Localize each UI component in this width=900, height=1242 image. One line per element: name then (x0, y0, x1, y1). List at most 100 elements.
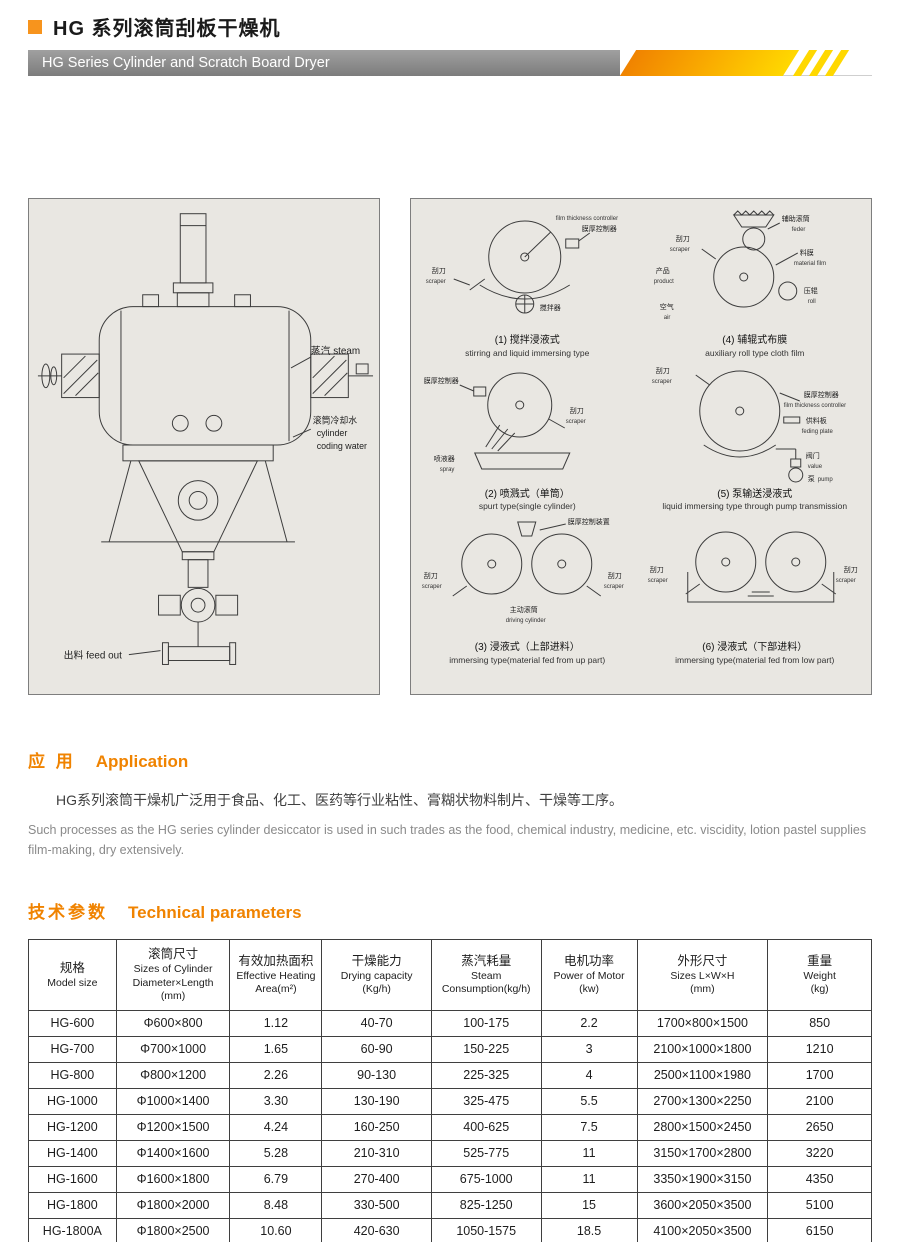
label-plate-cn: 供料板 (805, 416, 826, 425)
table-cell: 210-310 (321, 1139, 432, 1167)
table-cell: 150-225 (430, 1035, 542, 1063)
table-cell: 225-325 (430, 1061, 542, 1089)
table-cell: HG-600 (28, 1009, 117, 1037)
type-diagram-1: 刮刀 scraper 膜厚控制器 film thickness controll… (415, 207, 640, 358)
caption-en: auxiliary roll type cloth film (705, 347, 805, 358)
page-header: HG 系列滚筒刮板干燥机 (28, 12, 872, 41)
label-controller-cn: 膜厚控制器 (803, 390, 838, 399)
page-title: HG 系列滚筒刮板干燥机 (53, 18, 281, 40)
table-cell: Φ1400×1600 (115, 1139, 231, 1167)
label-spray-en: spray (440, 467, 455, 473)
drawing (452, 521, 602, 597)
table-cell: 1700 (767, 1061, 872, 1089)
label-controller-cn: 膜厚控制器 (424, 376, 459, 385)
application-body-en: Such processes as the HG series cylinder… (28, 823, 867, 857)
banner-accent-shape (619, 50, 800, 76)
table-cell: Φ1000×1400 (115, 1087, 231, 1115)
table-cell: Φ1800×2500 (115, 1217, 231, 1242)
label-plate-en: feding plate (801, 429, 833, 435)
table-cell: HG-1800 (28, 1191, 117, 1219)
figures-section: 蒸汽 steam 滚筒冷却水 cylinder coding water 出料 … (28, 198, 872, 695)
tech-heading-en: Technical parameters (128, 903, 302, 922)
table-cell: 6.79 (229, 1165, 323, 1193)
label-scraper-cn: 刮刀 (608, 571, 622, 580)
label-film-en: material film (793, 261, 825, 267)
table-cell: Φ800×1200 (115, 1061, 231, 1089)
label-scraper-cn: 刮刀 (570, 406, 584, 415)
label-agitator-cn: 搅拌器 (540, 303, 561, 312)
label-product-cn: 产品 (655, 266, 669, 275)
diagram-caption: (5) 泵输送浸液式 liquid immersing type through… (643, 489, 868, 512)
dryer-drawing-lines (37, 213, 374, 665)
table-cell: 400-625 (430, 1113, 542, 1141)
table-cell: 5.28 (229, 1139, 323, 1167)
table-cell: 2700×1300×2250 (636, 1087, 769, 1115)
type-diagram-grid: 刮刀 scraper 膜厚控制器 film thickness controll… (415, 207, 867, 665)
table-cell: 330-500 (321, 1191, 432, 1219)
drawing (459, 372, 571, 470)
label-drive-en: driving cylinder (506, 618, 546, 624)
table-cell: 270-400 (321, 1165, 432, 1193)
label-scraper-cn: 刮刀 (432, 266, 446, 275)
diagram-caption: (2) 喷溅式（单筒） spurt type(single cylinder) (415, 489, 640, 512)
banner-subtitle-bar: HG Series Cylinder and Scratch Board Dry… (28, 50, 620, 76)
label-roll-cn: 压辊 (803, 286, 817, 295)
diagram-caption: (1) 搅拌浸液式 stirring and liquid immersing … (415, 335, 640, 358)
label-scraper-en: scraper (669, 247, 689, 253)
table-cell: 825-1250 (430, 1191, 542, 1219)
label-pump-cn: 泵 (807, 475, 814, 483)
table-cell: Φ1600×1800 (115, 1165, 231, 1193)
label-drive-cn: 主动滚筒 (510, 605, 538, 614)
title-bullet-icon (28, 19, 42, 34)
table-cell: 1700×800×1500 (636, 1009, 769, 1037)
label-scraper-en: scraper (647, 578, 667, 584)
label-scraper-cn: 刮刀 (649, 565, 663, 574)
label-scraper-cn: 刮刀 (655, 366, 669, 375)
table-cell: 1050-1575 (430, 1217, 542, 1242)
caption-cn: (1) 搅拌浸液式 (494, 335, 560, 346)
table-cell: 2100×1000×1800 (636, 1035, 769, 1063)
label-scraper-cn: 刮刀 (424, 571, 438, 580)
table-cell: 420-630 (321, 1217, 432, 1242)
label-feeder-en: feder (791, 227, 805, 233)
table-cell: 130-190 (321, 1087, 432, 1115)
table-cell: 11 (540, 1165, 638, 1193)
table-cell: 3220 (767, 1139, 872, 1167)
label-controller-en: film thickness controller (556, 216, 618, 222)
caption-cn: (4) 辅辊式布膜 (722, 335, 788, 346)
banner: HG Series Cylinder and Scratch Board Dry… (28, 50, 872, 76)
label-valve-en: value (807, 464, 822, 470)
application-body-cn: HG系列滚筒干燥机广泛用于食品、化工、医药等行业粘性、膏糊状物料制片、干燥等工序… (56, 792, 623, 808)
application-heading-en: Application (95, 752, 189, 771)
spurt-type-diagram: 膜厚控制器 刮刀 scraper 喷液器 spray (424, 372, 586, 473)
label-spray-cn: 喷液器 (434, 454, 455, 463)
diagram-caption: (6) 浸液式（下部进料） immersing type(material fe… (643, 642, 868, 665)
label-cooling-cn: 滚筒冷却水 (313, 414, 357, 425)
table-cell: 60-90 (321, 1035, 432, 1063)
table-cell: 2650 (767, 1113, 872, 1141)
table-cell: 4.24 (229, 1113, 323, 1141)
label-cooling-en2: coding water (317, 441, 367, 451)
label-product-en: product (653, 279, 673, 285)
table-cell: 160-250 (321, 1113, 432, 1141)
label-scraper-en: scraper (604, 584, 624, 590)
tech-heading-cn: 技术参数 (28, 903, 108, 922)
table-cell: 2.2 (540, 1009, 638, 1037)
label-feed-out: 出料 feed out (64, 649, 122, 662)
label-scraper-cn: 刮刀 (843, 565, 857, 574)
drawing (694, 370, 803, 483)
table-cell: 5100 (767, 1191, 872, 1219)
table-cell: 3 (540, 1035, 638, 1063)
table-cell: 15 (540, 1191, 638, 1219)
